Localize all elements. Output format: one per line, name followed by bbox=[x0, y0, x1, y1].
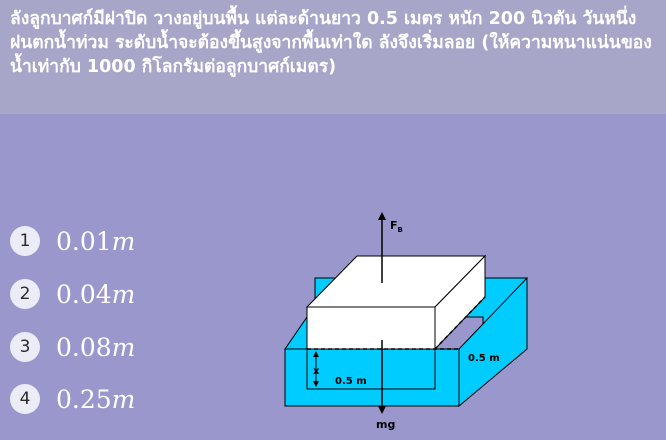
water-top-left bbox=[284, 315, 308, 350]
weight-arrowhead bbox=[378, 406, 386, 414]
depth-marker-bottom-arrow bbox=[313, 381, 319, 387]
choice-value: 0.25m bbox=[56, 385, 135, 414]
depth-label: x bbox=[313, 366, 320, 377]
choice-value: 0.04m bbox=[56, 280, 135, 309]
depth-marker-top-arrow bbox=[313, 351, 319, 357]
choice-number: 4 bbox=[10, 384, 40, 414]
choice-value-number: 0.08 bbox=[56, 332, 112, 362]
buoyancy-label: FB bbox=[390, 219, 403, 234]
choice-number: 3 bbox=[10, 332, 40, 362]
choice-value-unit: m bbox=[111, 226, 136, 256]
box-front-face bbox=[306, 306, 436, 350]
choice-value-number: 0.01 bbox=[56, 226, 112, 256]
choice-number: 1 bbox=[10, 226, 40, 256]
choice-value-unit: m bbox=[111, 332, 136, 362]
choice-number: 2 bbox=[10, 279, 40, 309]
choice-4[interactable]: 4 0.25m bbox=[10, 380, 135, 418]
question-text: ลังลูกบาศก์มีฝาปิด วางอยู่บนพื้น แต่ละด้… bbox=[10, 9, 652, 77]
choice-value-unit: m bbox=[111, 279, 136, 309]
waterline-right bbox=[434, 296, 486, 350]
box-submerged-front bbox=[306, 348, 436, 390]
choice-value-number: 0.04 bbox=[56, 279, 112, 309]
choice-value: 0.08m bbox=[56, 333, 135, 362]
depth-side-label: 0.5 m bbox=[468, 353, 500, 364]
choice-list: 1 0.01m 2 0.04m 3 0.08m 4 0.25m bbox=[0, 0, 280, 440]
width-label: 0.5 m bbox=[335, 376, 367, 387]
choice-3[interactable]: 3 0.08m bbox=[10, 328, 135, 366]
choice-2[interactable]: 2 0.04m bbox=[10, 275, 135, 313]
buoyancy-arrowhead bbox=[378, 212, 386, 220]
weight-label: mg bbox=[376, 418, 395, 431]
choice-value-number: 0.25 bbox=[56, 384, 112, 414]
choice-value-unit: m bbox=[111, 384, 136, 414]
choice-1[interactable]: 1 0.01m bbox=[10, 222, 135, 260]
floating-box-diagram: FB mg x 0.5 m 0.5 m bbox=[284, 212, 528, 431]
question-band: ลังลูกบาศก์มีฝาปิด วางอยู่บนพื้น แต่ละด้… bbox=[0, 0, 666, 114]
choice-value: 0.01m bbox=[56, 227, 135, 256]
